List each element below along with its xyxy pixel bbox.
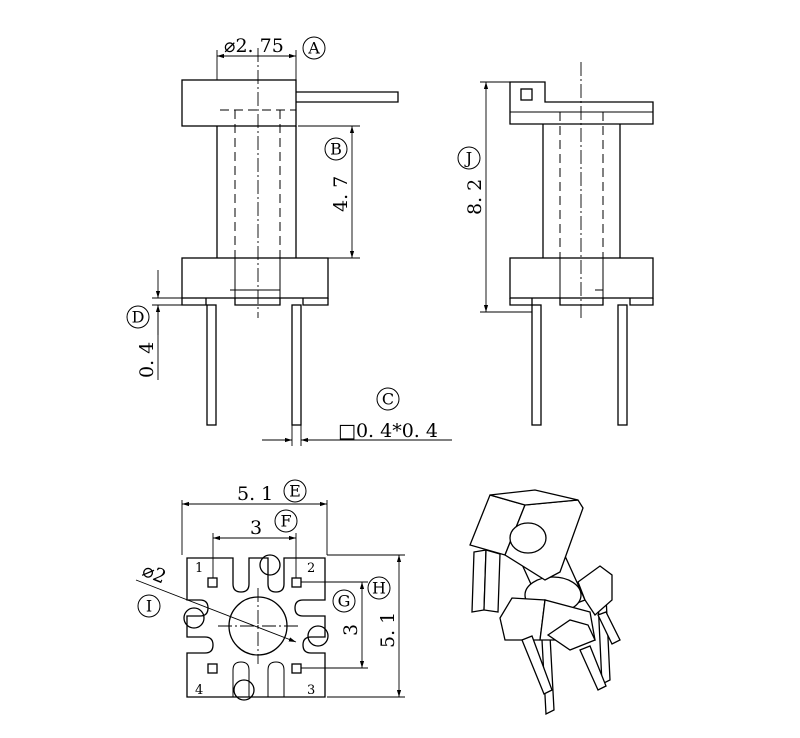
svg-text:G: G [338, 592, 351, 611]
dim-a-value: ⌀2. 75 [224, 35, 284, 57]
dim-b-value: 4. 7 [330, 176, 352, 212]
svg-text:I: I [146, 597, 152, 616]
pin-label-2: 2 [307, 561, 315, 576]
svg-text:J: J [464, 149, 472, 168]
dim-e-value: 5. 1 [237, 483, 273, 505]
dim-h-value: 5. 1 [377, 612, 399, 648]
callout-a [302, 36, 326, 60]
side-view: 8. 2 J [457, 62, 654, 426]
callout-j [457, 146, 481, 170]
isometric-view [469, 489, 621, 716]
callout-e [283, 479, 307, 503]
dim-i-value: ⌀2 [139, 559, 169, 588]
callout-i [137, 594, 161, 618]
dim-j-value: 8. 2 [464, 179, 486, 215]
svg-text:H: H [372, 579, 386, 598]
callout-c [376, 387, 400, 411]
pin-label-1: 1 [195, 561, 203, 576]
callout-d [126, 305, 150, 329]
callout-h [367, 576, 391, 600]
svg-text:E: E [289, 482, 301, 501]
front-view: ⌀2. 75 A 4. 7 B 0. 4 D □0. 4*0. 4 C [126, 35, 452, 446]
pin-label-4: 4 [195, 683, 203, 698]
svg-text:B: B [330, 140, 342, 159]
svg-text:F: F [280, 512, 291, 531]
callout-g [332, 589, 356, 613]
dim-g-value: 3 [340, 624, 362, 636]
dim-d-value: 0. 4 [136, 342, 158, 378]
svg-text:A: A [307, 39, 320, 58]
bottom-view: 1 2 3 4 5. 1 E 3 F 3 G 5. 1 H ⌀2 [135, 479, 405, 701]
dim-c-value: □0. 4*0. 4 [338, 420, 438, 442]
callout-f [274, 509, 298, 533]
callout-b [324, 137, 348, 161]
svg-text:D: D [132, 308, 145, 327]
dim-f-value: 3 [250, 517, 262, 539]
pin-label-3: 3 [307, 683, 315, 698]
svg-text:C: C [382, 390, 394, 409]
